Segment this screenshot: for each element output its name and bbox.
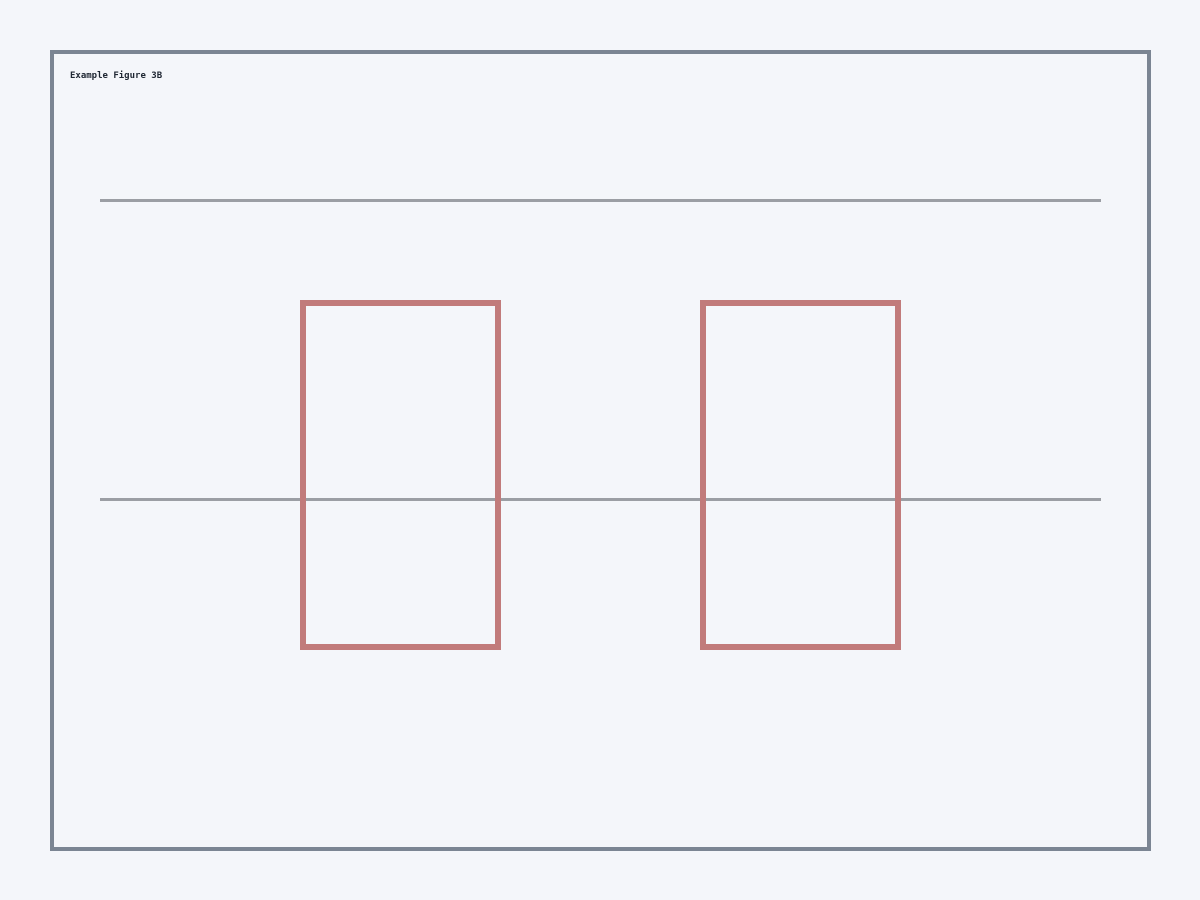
middle-horizontal-line	[100, 498, 1101, 501]
figure-frame	[50, 50, 1151, 851]
left-rectangle	[300, 300, 501, 650]
right-rectangle	[700, 300, 901, 650]
figure-label: Example Figure 3B	[70, 71, 163, 81]
top-horizontal-line	[100, 199, 1101, 202]
